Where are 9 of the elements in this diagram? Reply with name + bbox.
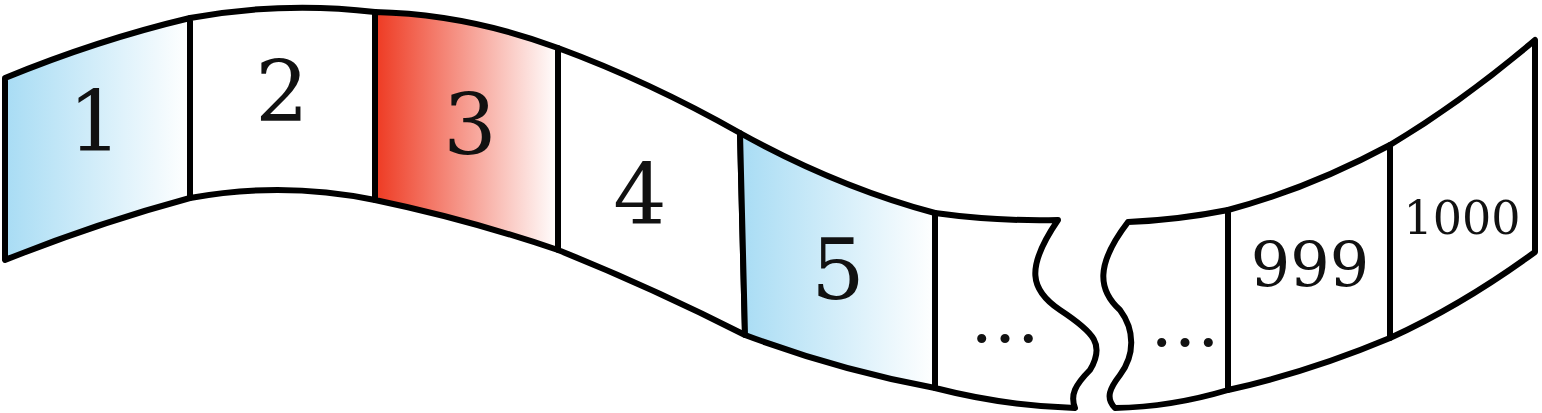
cell-number: … xyxy=(970,283,1040,353)
cell-number: 1000 xyxy=(1403,195,1521,241)
cell-number: 1 xyxy=(68,80,122,164)
cell-number: 5 xyxy=(811,228,865,312)
cell-number: 4 xyxy=(613,153,667,237)
cell-number: 2 xyxy=(255,50,309,134)
cell-number: … xyxy=(1150,287,1220,357)
cell-number: 999 xyxy=(1250,234,1370,296)
cell-number: 3 xyxy=(443,83,497,167)
